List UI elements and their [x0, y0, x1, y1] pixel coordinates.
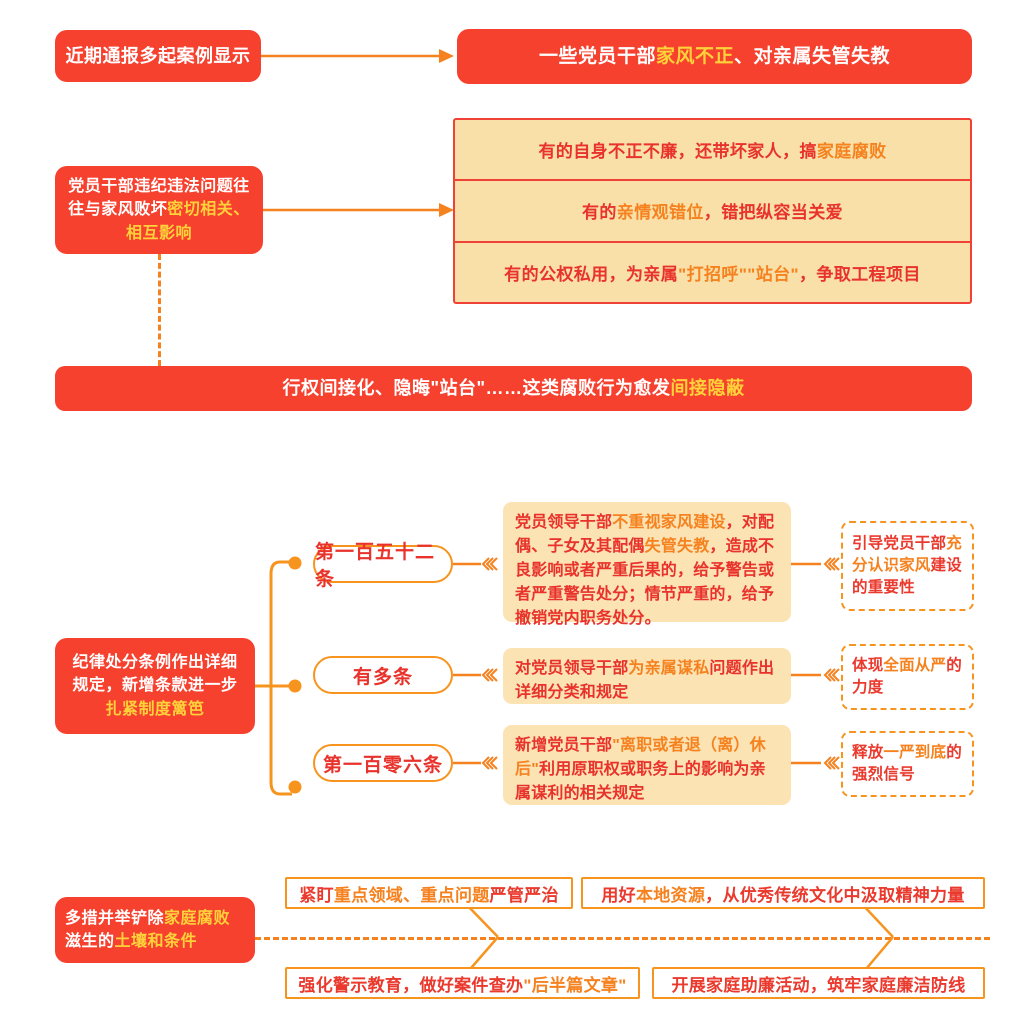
table-row: 有的自身不正不廉，还带坏家人，搞家庭腐败 — [455, 120, 970, 182]
conclusion-highlight: 间接隐蔽 — [670, 378, 745, 399]
article-pill-1-label: 第一百五十二条 — [315, 542, 436, 590]
detail1-p3: ，造成不良影响或者严重后果的，给予警告或者严重警告处分；情节严重的，给予撤销党内… — [515, 538, 775, 627]
measures-root-p1: 多措并举铲除 — [65, 909, 165, 927]
detail1-h1: 不重视家风建设 — [612, 514, 726, 531]
manifestation-pre: 有的自身不正不廉，还带坏家人，搞 — [538, 142, 817, 162]
article-pill-1[interactable]: 第一百五十二条 — [313, 542, 453, 590]
manifestation-post: ，争取工程项目 — [799, 264, 921, 284]
outcome-box-3: 释放一严到底的强烈信号 — [841, 731, 974, 797]
regulation-root-box: 纪律处分条例作出详细规定，新增条款进一步扎紧制度篱笆 — [55, 638, 255, 734]
headline-post: 、对亲属失管失教 — [734, 45, 891, 67]
connector-cause-to-conclusion — [158, 254, 161, 366]
measures-root-p2: 滋生的 — [65, 933, 115, 950]
manifestation-highlight: 家庭腐败 — [816, 142, 887, 162]
manifestation-highlight: 亲情观错位 — [616, 203, 704, 223]
manifestation-pre: 有的公权私用，为亲属 — [504, 264, 679, 284]
measure3-pre: 强化警示教育，做好案件查办 — [298, 975, 524, 995]
connector-root-bracket — [255, 550, 330, 796]
cause-box: 党员干部违纪违法问题往往与家风败坏密切相关、相互影响 — [55, 166, 263, 254]
connector-source-to-headline — [261, 46, 456, 66]
measure2-pre: 用好 — [601, 885, 636, 905]
article-pill-2[interactable]: 有多条 — [313, 656, 453, 694]
detail2-p1: 对党员领导干部 — [515, 660, 629, 677]
manifestation-pre: 有的 — [581, 203, 617, 223]
manifestation-post: ，错把纵容当关爱 — [703, 203, 843, 223]
article-pill-3-label: 第一百零六条 — [322, 754, 443, 776]
outcome3-post: 的强烈信号 — [852, 744, 962, 783]
article-detail-card-2: 对党员领导干部为亲属谋私问题作出详细分类和规定 — [503, 648, 791, 704]
outcome3-highlight: 一严到底 — [883, 744, 947, 761]
article-pill-3[interactable]: 第一百零六条 — [313, 744, 453, 782]
measure-box-4: 开展家庭助廉活动，筑牢家庭廉洁防线 — [652, 967, 985, 999]
headline-banner: 一些党员干部家风不正、对亲属失管失教 — [457, 29, 972, 84]
connector-cause-to-table — [263, 200, 455, 220]
measure1-post: 严管严治 — [489, 885, 559, 905]
measures-root-box: 多措并举铲除家庭腐败滋生的土壤和条件 — [55, 897, 255, 963]
measure4-label: 开展家庭助廉活动，筑牢家庭廉洁防线 — [671, 975, 966, 995]
outcome2-pre: 体现 — [852, 657, 884, 674]
measure2-highlight: 本地资源 — [635, 885, 706, 905]
cause-highlight: 密切相关、相互影响 — [125, 201, 250, 242]
table-row: 有的公权私用，为亲属"打招呼""站台"，争取工程项目 — [455, 243, 970, 302]
outcome2-highlight: 全面从严 — [883, 657, 947, 674]
detail3-h1: "离职或者退（离）休后" — [515, 737, 766, 778]
headline-highlight: 家风不正 — [655, 45, 734, 67]
outcome1-post: 建设的重要性 — [852, 557, 962, 596]
measure-box-1: 紧盯重点领域、重点问题严管严治 — [285, 877, 573, 909]
connector-detail3-to-outcome — [791, 755, 841, 771]
outcome1-highlight: 充分认识家风 — [852, 535, 962, 574]
measure3-highlight: "后半篇文章" — [523, 975, 627, 995]
measures-root-h2: 土壤和条件 — [114, 933, 198, 950]
connector-article1-to-detail — [453, 556, 499, 572]
detail1-h2: 失管失教 — [644, 538, 710, 555]
headline-pre: 一些党员干部 — [538, 45, 656, 67]
article-pill-2-label: 有多条 — [352, 666, 413, 688]
regulation-root-pre: 纪律处分条例作出详细规定，新增条款进一步 — [72, 654, 238, 695]
conclusion-banner: 行权间接化、隐晦"站台"……这类腐败行为愈发间接隐蔽 — [55, 366, 972, 411]
detail2-h1: 为亲属谋私 — [628, 660, 710, 677]
detail1-p1: 党员领导干部 — [515, 514, 613, 531]
detail2-p2: 问题作出详细分类和规定 — [515, 660, 775, 701]
source-label-box: 近期通报多起案例显示 — [55, 30, 261, 82]
outcome-box-2: 体现全面从严的力度 — [841, 644, 974, 710]
outcome2-post: 的力度 — [852, 657, 962, 696]
manifestation-table: 有的自身不正不廉，还带坏家人，搞家庭腐败 有的亲情观错位，错把纵容当关爱 有的公… — [453, 118, 972, 304]
measure1-highlight: 重点领域、重点问题 — [333, 885, 490, 905]
outcome1-pre: 引导党员干部 — [852, 535, 947, 552]
measure-box-3: 强化警示教育，做好案件查办"后半篇文章" — [285, 967, 640, 999]
article-detail-card-1: 党员领导干部不重视家风建设，对配偶、子女及其配偶失管失教，造成不良影响或者严重后… — [503, 502, 791, 627]
measures-root-h1: 家庭腐败 — [164, 909, 231, 927]
table-row: 有的亲情观错位，错把纵容当关爱 — [455, 181, 970, 243]
measure-box-2: 用好本地资源，从优秀传统文化中汲取精神力量 — [581, 877, 985, 909]
connector-detail2-to-outcome — [791, 667, 841, 683]
detail3-p1: 新增党员干部 — [515, 737, 613, 754]
manifestation-highlight: "打招呼""站台" — [678, 264, 800, 284]
connector-article3-to-detail — [453, 755, 499, 771]
source-label-text: 近期通报多起案例显示 — [65, 45, 251, 66]
measure1-pre: 紧盯 — [299, 885, 334, 905]
detail3-p2: 利用原职权或职务上的影响为亲属谋利的相关规定 — [515, 761, 766, 802]
cause-pre: 党员干部违纪违法问题往往与家风败坏 — [68, 178, 250, 219]
outcome3-pre: 释放 — [852, 744, 884, 761]
article-detail-card-3: 新增党员干部"离职或者退（离）休后"利用原职权或职务上的影响为亲属谋利的相关规定 — [503, 725, 791, 805]
connector-detail1-to-outcome — [791, 556, 841, 572]
outcome-box-1: 引导党员干部充分认识家风建设的重要性 — [841, 521, 974, 611]
measure2-post: ，从优秀传统文化中汲取精神力量 — [705, 885, 965, 905]
measures-spine — [255, 937, 990, 940]
detail1-p2: ，对配偶、子女及其配偶 — [515, 514, 775, 555]
conclusion-pre: 行权间接化、隐晦"站台"……这类腐败行为愈发 — [282, 378, 671, 399]
regulation-root-highlight: 扎紧制度篱笆 — [105, 700, 205, 718]
connector-article2-to-detail — [453, 667, 499, 683]
